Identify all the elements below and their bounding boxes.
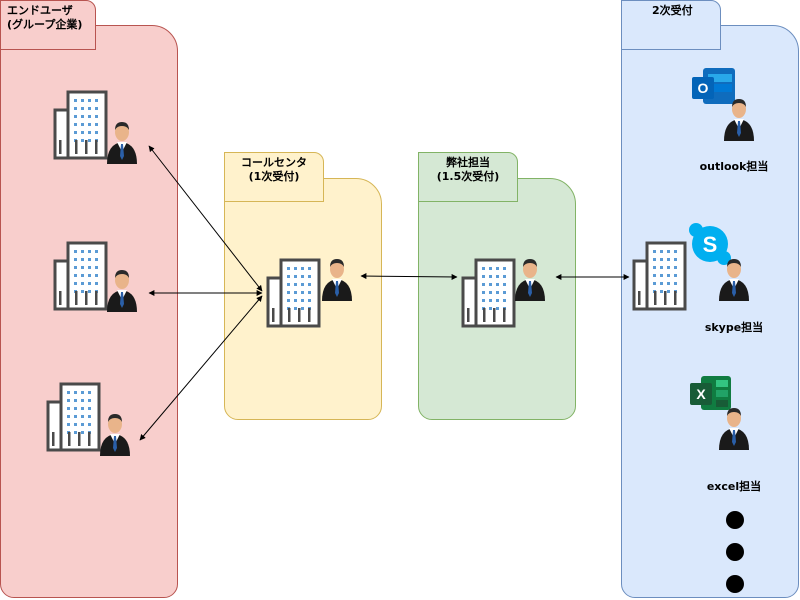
businessman-icon xyxy=(107,270,137,312)
businessman-icon xyxy=(724,99,754,141)
businessman-icon xyxy=(100,414,130,456)
end-user-3 xyxy=(46,382,130,456)
office-building-icon xyxy=(632,241,687,311)
skype-logo: S xyxy=(689,223,731,265)
connector-call-center-our-company xyxy=(360,273,458,280)
office-building-icon xyxy=(461,258,516,328)
ellipsis-dots-icon xyxy=(726,511,744,593)
office-building-icon xyxy=(46,382,101,452)
end-user-1 xyxy=(53,90,137,164)
second-tier-tab-label: 2次受付 xyxy=(621,0,721,50)
svg-text:O: O xyxy=(698,80,709,96)
office-building-icon xyxy=(266,258,321,328)
second-tier-entity xyxy=(632,241,687,311)
call-center-entity xyxy=(266,258,352,328)
excel-handler-label: excel担当 xyxy=(706,480,762,493)
end-user-tab-label: エンドユーザ (グループ企業) xyxy=(0,0,96,50)
outlook-handler-label: outlook担当 xyxy=(699,160,769,173)
second-tier-panel xyxy=(621,25,799,598)
businessman-icon xyxy=(719,259,749,301)
outlook-logo: O xyxy=(692,68,735,104)
svg-text:X: X xyxy=(696,386,706,402)
our-company-entity xyxy=(461,258,545,328)
svg-text:S: S xyxy=(703,232,718,257)
businessman-icon xyxy=(719,408,749,450)
connector-end-user-1-call-center xyxy=(148,145,263,292)
businessman-icon xyxy=(107,122,137,164)
businessman-icon xyxy=(322,259,352,301)
office-building-icon xyxy=(53,90,108,160)
excel-logo: X xyxy=(690,376,731,410)
skype-handler-label: skype担当 xyxy=(704,321,764,334)
our-company-tab-label: 弊社担当 (1.5次受付) xyxy=(418,152,518,202)
end-user-2 xyxy=(53,241,137,312)
businessman-icon xyxy=(515,259,545,301)
office-building-icon xyxy=(53,241,108,311)
connector-end-user-3-call-center xyxy=(139,295,263,441)
